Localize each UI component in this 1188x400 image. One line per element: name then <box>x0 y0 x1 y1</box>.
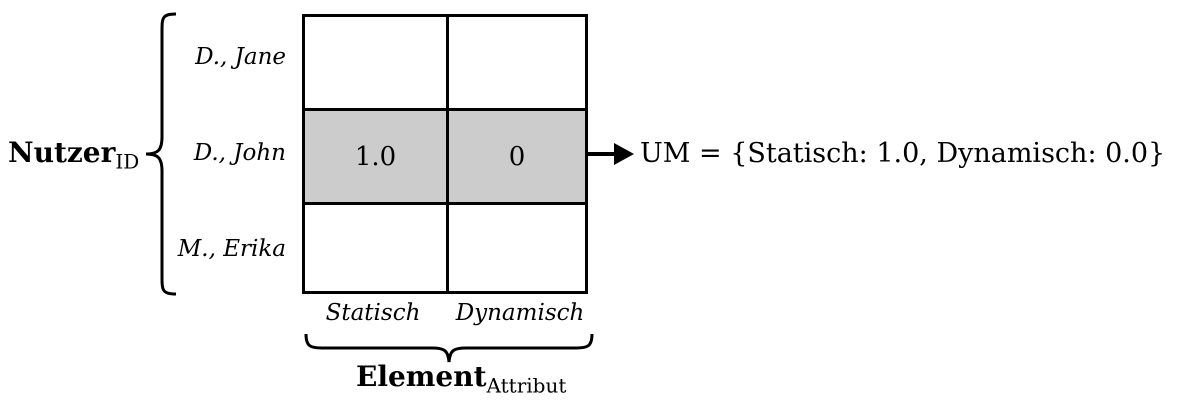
cell-jane-dynamisch <box>449 17 585 109</box>
row-label-john: D., John <box>193 140 286 166</box>
matrix-row-divider-1 <box>305 108 585 111</box>
arrow-icon <box>586 143 634 165</box>
column-label-statisch: Statisch <box>325 300 421 326</box>
rows-brace <box>145 12 177 296</box>
rows-title-subscript: ID <box>115 149 140 174</box>
row-label-erika: M., Erika <box>177 236 286 262</box>
columns-title-text: Element <box>356 360 487 393</box>
user-attribute-matrix: 1.0 0 <box>302 14 588 294</box>
user-model-output: UM = {Statisch: 1.0, Dynamisch: 0.0} <box>640 138 1166 169</box>
columns-title-subscript: Attribut <box>486 373 567 398</box>
rows-title-text: Nutzer <box>8 136 116 169</box>
row-label-jane: D., Jane <box>195 44 286 70</box>
column-label-dynamisch: Dynamisch <box>455 300 585 326</box>
columns-title: ElementAttribut <box>356 360 566 398</box>
cell-erika-dynamisch <box>449 204 585 291</box>
cell-john-statisch: 1.0 <box>305 109 446 204</box>
columns-brace <box>304 333 594 363</box>
rows-title: NutzerID <box>8 136 139 174</box>
cell-john-dynamisch: 0 <box>449 109 585 204</box>
cell-jane-statisch <box>305 17 446 109</box>
matrix-row-divider-2 <box>305 202 585 205</box>
cell-erika-statisch <box>305 204 446 291</box>
matrix-column-divider <box>446 17 449 291</box>
